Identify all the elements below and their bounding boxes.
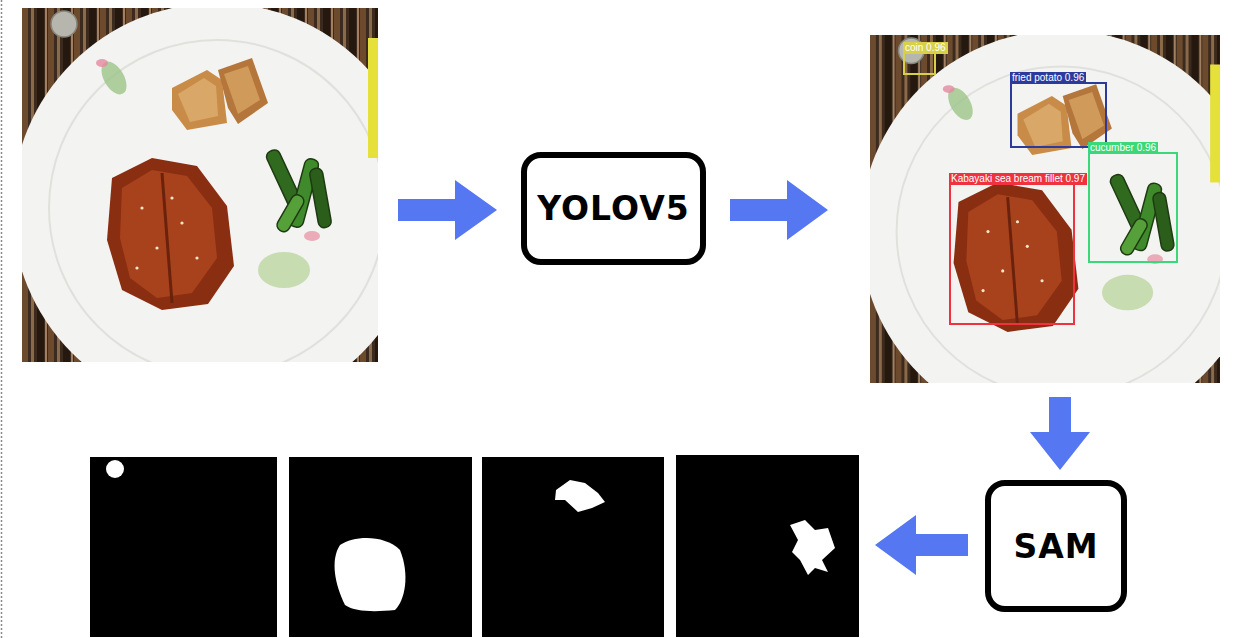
model-name: SAM [1013, 527, 1098, 566]
detection-box: Kabayaki sea bream fillet 0.97 [949, 183, 1075, 325]
model-name: YOLOV5 [537, 189, 689, 228]
model-box: YOLOV5 [521, 152, 705, 265]
class-label: fried potato 0.96 [1010, 72, 1086, 84]
detection-box: fried potato 0.96 [1010, 82, 1107, 148]
class-label: coin 0.96 [903, 42, 948, 54]
model-box: SAM [985, 480, 1127, 612]
detection-box: coin 0.96 [903, 52, 936, 75]
class-label: cucumber 0.96 [1088, 142, 1158, 154]
class-label: Kabayaki sea bream fillet 0.97 [949, 173, 1087, 185]
detection-box: cucumber 0.96 [1088, 152, 1178, 263]
